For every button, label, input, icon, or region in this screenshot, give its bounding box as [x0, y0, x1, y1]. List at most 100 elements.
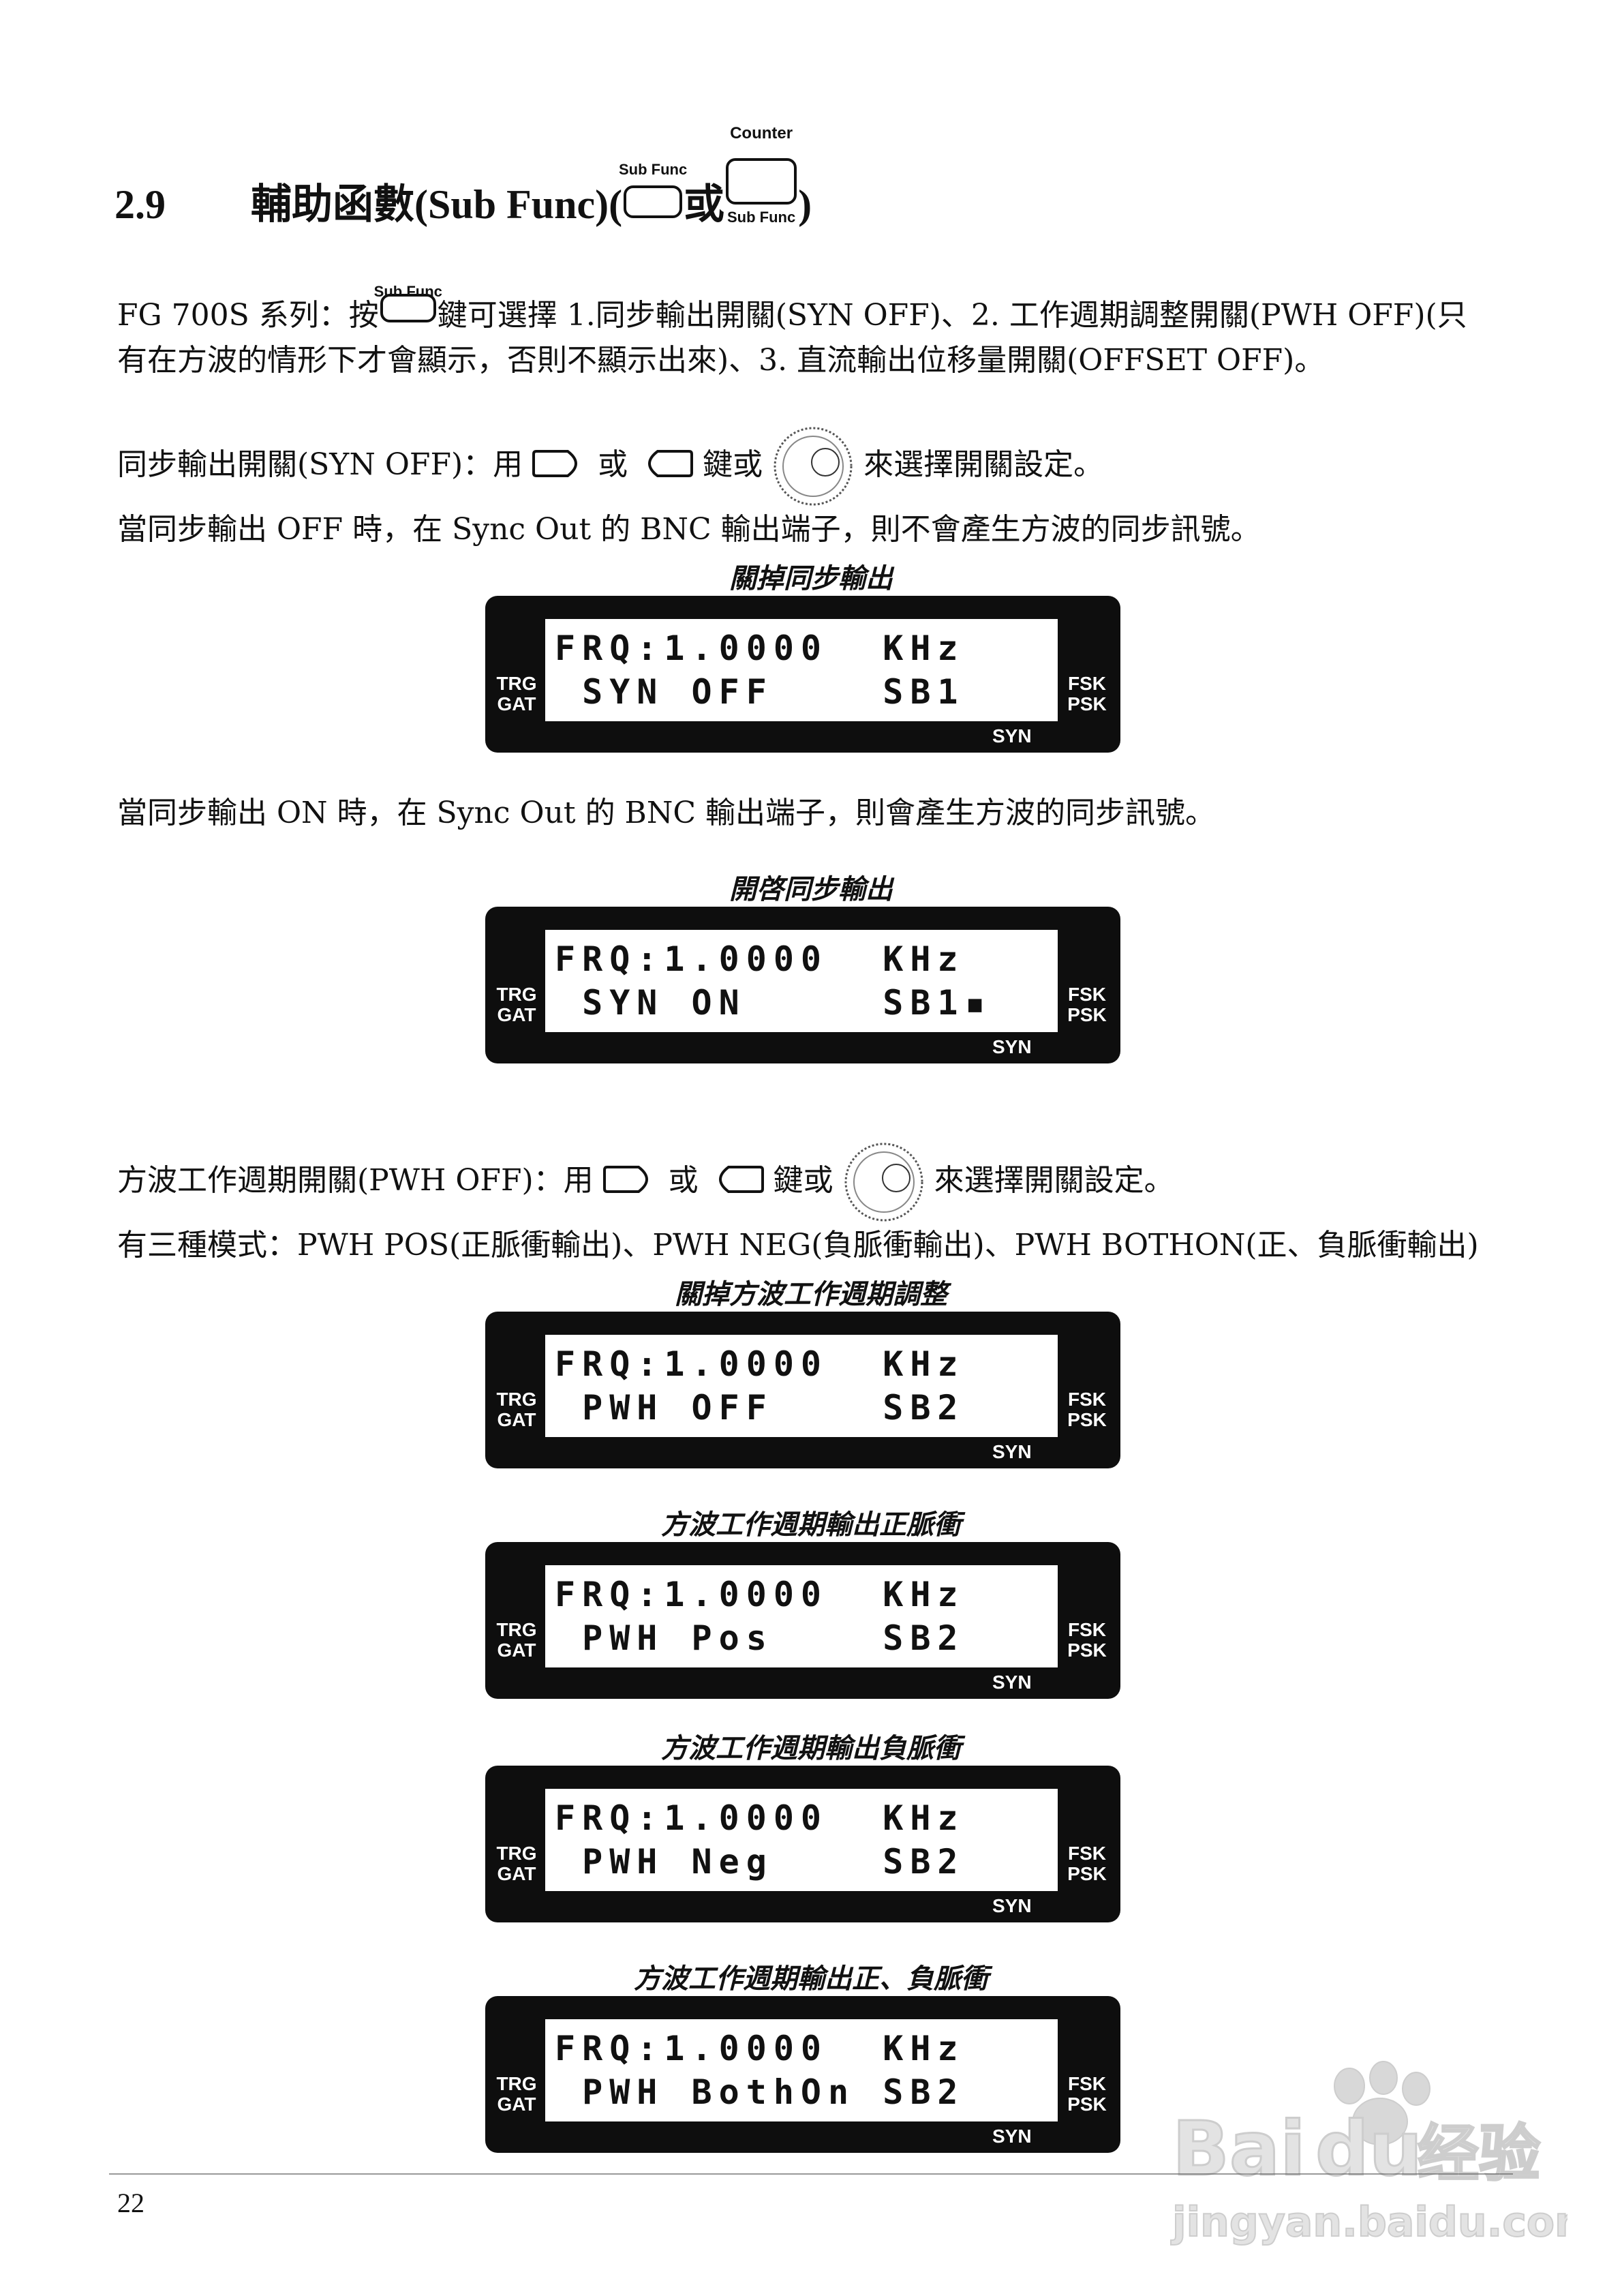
- syn-line-3: 當同步輸出 ON 時，在 Sync Out 的 BNC 輸出端子，則會產生方波的…: [117, 796, 1216, 830]
- display-caption: 關掉方波工作週期調整: [675, 1279, 947, 1310]
- heading-close: ): [798, 182, 812, 227]
- psk-label: PSK: [1067, 2094, 1107, 2115]
- lcd-screen: FRQ:1.0000 KHz PWH OFF SB2: [545, 1335, 1058, 1437]
- psk-label: PSK: [1067, 1863, 1107, 1884]
- pwh-or: 或: [668, 1163, 699, 1198]
- syn-line-1: 同步輸出開關(SYN OFF)：用 或 鍵或 來選擇開關設定。: [117, 425, 1261, 507]
- display-caption: 方波工作週期輸出負脈衝: [661, 1733, 961, 1764]
- fsk-label: FSK: [1068, 1389, 1106, 1410]
- lcd-line-2: PWH OFF SB2: [555, 1388, 965, 1428]
- watermark-url: jingyan.baidu.com: [1171, 2199, 1567, 2246]
- fsk-label: FSK: [1068, 984, 1106, 1005]
- syn-line-2: 當同步輸出 OFF 時，在 Sync Out 的 BNC 輸出端子，則不會產生方…: [117, 512, 1261, 547]
- pwh-text-b: 來選擇開關設定。: [934, 1163, 1174, 1198]
- syn-label: SYN: [992, 1441, 1032, 1462]
- lcd-screen: FRQ:1.0000 KHz SYN ON SB1▪: [545, 930, 1058, 1032]
- gat-label: GAT: [497, 2094, 536, 2115]
- syn-text-b: 來選擇開關設定。: [863, 447, 1104, 482]
- right-arrow-key-icon: [532, 450, 578, 477]
- display-caption: 方波工作週期輸出正脈衝: [661, 1509, 961, 1541]
- syn-text-a: 同步輸出開關(SYN OFF)：用: [117, 447, 523, 482]
- lcd-screen: FRQ:1.0000 KHz SYN OFF SB1: [545, 619, 1058, 721]
- sub-func-key-icon: Sub Func: [374, 283, 442, 322]
- lcd-line-2: PWH BothOn SB2: [555, 2072, 965, 2112]
- syn-label: SYN: [992, 1672, 1032, 1693]
- lcd-line-1: FRQ:1.0000 KHz: [555, 1344, 965, 1384]
- lcd-screen: FRQ:1.0000 KHz PWH Neg SB2: [545, 1789, 1058, 1891]
- trg-label: TRG: [496, 2073, 537, 2094]
- rotary-knob-icon: [774, 427, 853, 506]
- pwh-line-1: 方波工作週期開關(PWH OFF)：用 或 鍵或 來選擇開關設定。: [117, 1141, 1479, 1223]
- key-bottom-caption: Sub Func: [726, 209, 796, 226]
- lcd-line-1: FRQ:1.0000 KHz: [555, 2029, 965, 2068]
- psk-label: PSK: [1067, 1409, 1107, 1430]
- syn-label: SYN: [992, 1036, 1032, 1057]
- fsk-label: FSK: [1068, 673, 1106, 694]
- trg-label: TRG: [496, 1843, 537, 1864]
- fsk-label: FSK: [1068, 2073, 1106, 2094]
- lcd-line-2: PWH Pos SB2: [555, 1618, 965, 1658]
- intro-text-a: FG 700S 系列：按: [117, 298, 379, 333]
- key-caption: Sub Func: [618, 161, 688, 178]
- display-caption: 關掉同步輸出: [729, 563, 893, 594]
- gat-label: GAT: [497, 693, 536, 714]
- display-caption: 方波工作週期輸出正、負脈衝: [634, 1963, 988, 1995]
- trg-label: TRG: [496, 673, 537, 694]
- heading-or: 或: [684, 182, 725, 227]
- syn-paragraph: 同步輸出開關(SYN OFF)：用 或 鍵或 來選擇開關設定。 當同步輸出 OF…: [117, 425, 1261, 552]
- syn-label: SYN: [992, 725, 1032, 746]
- lcd-line-2: SYN OFF SB1: [555, 672, 965, 712]
- lcd-screen: FRQ:1.0000 KHz PWH BothOn SB2: [545, 2019, 1058, 2121]
- gat-label: GAT: [497, 1409, 536, 1430]
- intro-line-2: 有在方波的情形下才會顯示，否則不顯示出來)、3. 直流輸出位移量開關(OFFSE…: [117, 343, 1325, 378]
- syn-label: SYN: [992, 1895, 1032, 1916]
- pwh-key-or: 鍵或: [773, 1163, 833, 1198]
- lcd-line-1: FRQ:1.0000 KHz: [555, 939, 965, 979]
- lcd-line-1: FRQ:1.0000 KHz: [555, 1798, 965, 1838]
- right-arrow-key-icon: [602, 1166, 648, 1193]
- lcd-line-2: SYN ON SB1▪: [555, 983, 992, 1023]
- trg-label: TRG: [496, 1619, 537, 1640]
- watermark-brand2: du: [1315, 2105, 1422, 2192]
- gat-label: GAT: [497, 1640, 536, 1661]
- syn-or: 或: [598, 447, 628, 482]
- lcd-line-1: FRQ:1.0000 KHz: [555, 629, 965, 668]
- pwh-line-2: 有三種模式：PWH POS(正脈衝輸出)、PWH NEG(負脈衝輸出)、PWH …: [117, 1228, 1479, 1263]
- watermark-cn: 经验: [1418, 2118, 1540, 2190]
- pwh-paragraph: 方波工作週期開關(PWH OFF)：用 或 鍵或 來選擇開關設定。 有三種模式：…: [117, 1141, 1479, 1268]
- psk-label: PSK: [1067, 693, 1107, 714]
- psk-label: PSK: [1067, 1004, 1107, 1025]
- footer-rule: [109, 2173, 1513, 2175]
- key-caption: Sub Func: [373, 283, 442, 300]
- lcd-screen: FRQ:1.0000 KHz PWH Pos SB2: [545, 1565, 1058, 1667]
- rotary-knob-icon: [844, 1143, 923, 1222]
- page-number: 22: [117, 2188, 144, 2218]
- psk-label: PSK: [1067, 1640, 1107, 1661]
- baidu-jingyan-watermark: Bai du 经验 jingyan.baidu.com: [1170, 2061, 1567, 2247]
- syn-label: SYN: [992, 2126, 1032, 2147]
- gat-label: GAT: [497, 1863, 536, 1884]
- lcd-line-2: PWH Neg SB2: [555, 1842, 965, 1882]
- pwh-text-a: 方波工作週期開關(PWH OFF)：用: [117, 1163, 594, 1198]
- watermark-brand: Bai: [1172, 2105, 1306, 2192]
- syn-key-or: 鍵或: [703, 447, 763, 482]
- fsk-label: FSK: [1068, 1619, 1106, 1640]
- section-title: 輔助函數(Sub Func)(: [251, 182, 623, 227]
